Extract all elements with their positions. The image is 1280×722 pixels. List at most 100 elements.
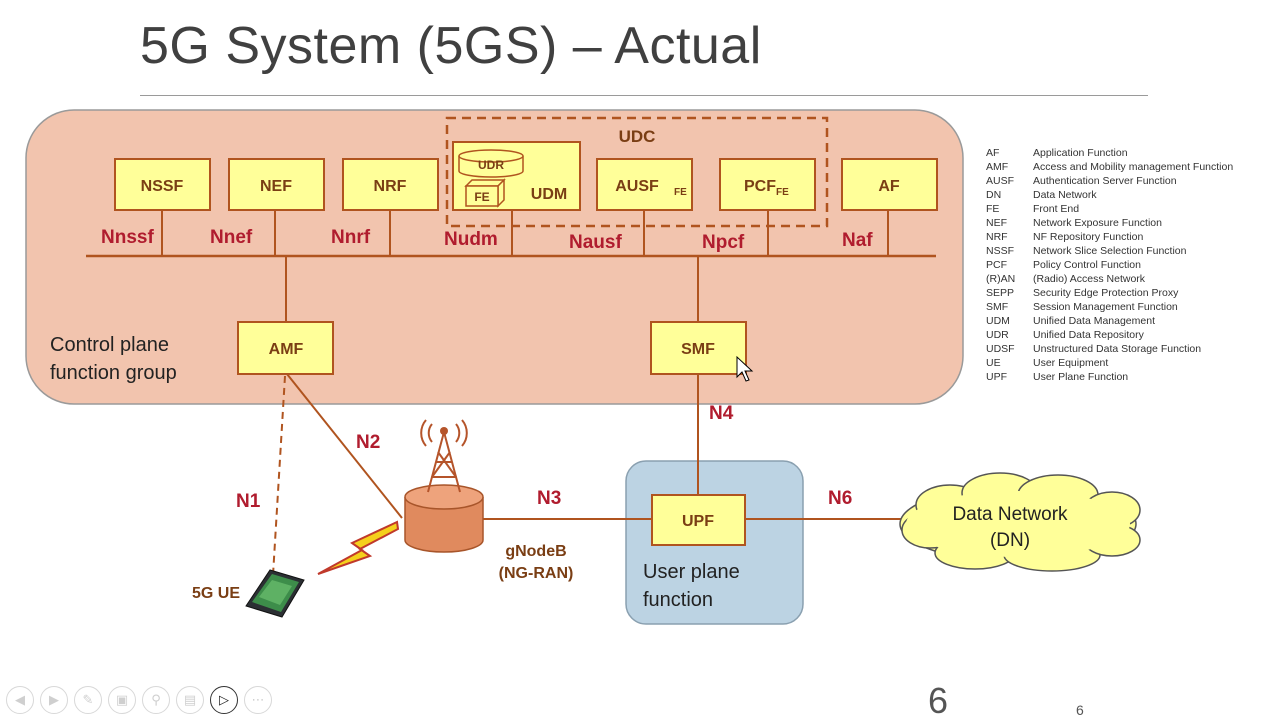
legend-row: SEPP Security Edge Protection Proxy bbox=[986, 286, 1233, 300]
legend-row: FE Front End bbox=[986, 202, 1233, 216]
udc-label: UDC bbox=[619, 127, 656, 146]
legend-abbreviation: SMF bbox=[986, 301, 1009, 313]
legend-abbreviation: DN bbox=[986, 189, 1002, 201]
camera-icon[interactable]: ▷ bbox=[210, 686, 238, 714]
data-network-cloud bbox=[899, 472, 1141, 572]
nudm-label: Nudm bbox=[444, 229, 498, 250]
n4-label: N4 bbox=[709, 403, 734, 424]
amf-box bbox=[237, 321, 334, 375]
af-label: AF bbox=[878, 178, 900, 195]
legend-description: NF Repository Function bbox=[1033, 231, 1144, 243]
legend-description: Front End bbox=[1033, 203, 1080, 215]
udc-boundary bbox=[445, 116, 829, 228]
fe-cube bbox=[464, 178, 506, 208]
prev-arrow-icon[interactable]: ◀ bbox=[6, 686, 34, 714]
legend-description: User Plane Function bbox=[1033, 371, 1129, 383]
udr-label: UDR bbox=[478, 158, 504, 172]
legend-abbreviation: NRF bbox=[986, 231, 1008, 243]
naf-label: Naf bbox=[842, 230, 873, 251]
radio-link-lightning-icon bbox=[317, 520, 400, 575]
legend-description: Policy Control Function bbox=[1033, 259, 1141, 271]
dn-label-line2: (DN) bbox=[990, 530, 1030, 551]
slides-icon[interactable]: ▣ bbox=[108, 686, 136, 714]
legend-row: DN Data Network bbox=[986, 188, 1233, 202]
n2-label: N2 bbox=[356, 432, 380, 453]
af-box bbox=[841, 158, 938, 211]
legend-description: Access and Mobility management Function bbox=[1033, 161, 1234, 173]
slide-number: 6 bbox=[928, 680, 949, 721]
zoom-icon[interactable]: ⚲ bbox=[142, 686, 170, 714]
fe-label: FE bbox=[474, 190, 489, 204]
nssf-label: NSSF bbox=[141, 178, 184, 195]
user-plane-label-line2: function bbox=[643, 589, 713, 611]
pcf-box bbox=[719, 158, 816, 211]
legend-abbreviation: UE bbox=[986, 357, 1001, 369]
legend-abbreviation: SEPP bbox=[986, 287, 1015, 299]
presentation-toolbar: ◀ ▶ ✎ ▣ ⚲ ▤ ▷ ⋯ bbox=[6, 686, 272, 714]
legend-abbreviation: AUSF bbox=[986, 175, 1015, 187]
legend-abbreviation: NSSF bbox=[986, 245, 1015, 257]
legend-description: Authentication Server Function bbox=[1033, 175, 1177, 187]
udm-label: UDM bbox=[531, 186, 567, 203]
legend-abbreviation: UPF bbox=[986, 371, 1007, 383]
ausf-box bbox=[596, 158, 693, 211]
pen-icon[interactable]: ✎ bbox=[74, 686, 102, 714]
control-plane-label-line1: Control plane bbox=[50, 334, 169, 356]
legend-description: (Radio) Access Network bbox=[1033, 273, 1146, 285]
legend-row: UPF User Plane Function bbox=[986, 370, 1233, 384]
next-arrow-icon[interactable]: ▶ bbox=[40, 686, 68, 714]
title-divider bbox=[140, 95, 1148, 96]
legend-description: Network Exposure Function bbox=[1033, 217, 1162, 229]
legend-abbreviation: AF bbox=[986, 147, 1000, 159]
legend-description: Unified Data Repository bbox=[1033, 329, 1144, 341]
legend-abbreviation: PCF bbox=[986, 259, 1007, 271]
legend-row: UDSF Unstructured Data Storage Function bbox=[986, 342, 1233, 356]
slide-number-small: 6 bbox=[1076, 702, 1084, 718]
user-plane-label-line1: User plane bbox=[643, 561, 740, 583]
more-icon[interactable]: ⋯ bbox=[244, 686, 272, 714]
legend-row: UE User Equipment bbox=[986, 356, 1233, 370]
nef-label: NEF bbox=[260, 178, 292, 195]
legend-description: Data Network bbox=[1033, 189, 1097, 201]
slide-title: 5G System (5GS) – Actual bbox=[140, 17, 762, 75]
legend-row: PCF Policy Control Function bbox=[986, 258, 1233, 272]
upf-label: UPF bbox=[682, 513, 714, 530]
nf-bus-connectors bbox=[161, 210, 905, 520]
legend-row: (R)AN (Radio) Access Network bbox=[986, 272, 1233, 286]
legend-abbreviation: (R)AN bbox=[986, 273, 1016, 285]
nnrf-label: Nnrf bbox=[331, 227, 371, 248]
n6-label: N6 bbox=[828, 488, 852, 509]
legend-abbreviation: UDSF bbox=[986, 343, 1015, 355]
legend-description: Session Management Function bbox=[1033, 301, 1178, 313]
legend-description: Security Edge Protection Proxy bbox=[1033, 287, 1179, 299]
nssf-box bbox=[114, 158, 211, 211]
legend-description: Application Function bbox=[1033, 147, 1128, 159]
nrf-box bbox=[342, 158, 439, 211]
ue-label: 5G UE bbox=[192, 585, 240, 602]
legend-description: Network Slice Selection Function bbox=[1033, 245, 1187, 257]
ausf-label: AUSF bbox=[615, 178, 659, 195]
legend-description: Unstructured Data Storage Function bbox=[1033, 343, 1202, 355]
mouse-cursor-icon bbox=[736, 355, 754, 382]
amf-label: AMF bbox=[269, 341, 304, 358]
n3-label: N3 bbox=[537, 488, 561, 509]
legend-abbreviation: NEF bbox=[986, 217, 1007, 229]
legend-abbreviation: FE bbox=[986, 203, 1000, 215]
gnodeb-label-line2: (NG-RAN) bbox=[499, 565, 574, 582]
legend-row: UDR Unified Data Repository bbox=[986, 328, 1233, 342]
upf-box bbox=[651, 494, 746, 546]
legend-abbreviation: UDM bbox=[986, 315, 1010, 327]
gnodeb-label-line1: gNodeB bbox=[505, 543, 566, 560]
subtitles-icon[interactable]: ▤ bbox=[176, 686, 204, 714]
control-plane-label-line2: function group bbox=[50, 362, 177, 384]
ausf-subscript: FE bbox=[674, 187, 687, 198]
legend-abbreviation: UDR bbox=[986, 329, 1009, 341]
gnodeb-icon bbox=[404, 419, 484, 553]
npcf-label: Npcf bbox=[702, 232, 745, 253]
n1-label: N1 bbox=[236, 491, 261, 512]
dn-label-line1: Data Network bbox=[952, 504, 1068, 525]
legend-row: SMF Session Management Function bbox=[986, 300, 1233, 314]
legend-description: User Equipment bbox=[1033, 357, 1109, 369]
